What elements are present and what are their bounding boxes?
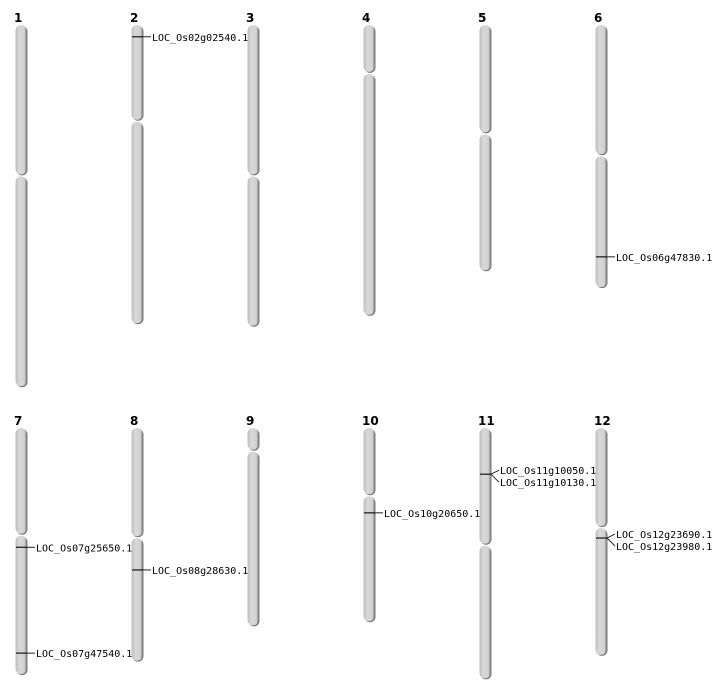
long-arm: [595, 156, 607, 288]
chromosome-label: 2: [130, 11, 138, 25]
chromosome-5: 5: [478, 11, 492, 272]
long-arm: [363, 496, 375, 622]
long-arm: [247, 176, 259, 326]
short-arm: [363, 428, 375, 495]
gene-label: LOC_Os07g25650.1: [36, 543, 132, 554]
chromosome-4: 4: [362, 11, 376, 316]
gene-label: LOC_Os12g23980.1: [616, 542, 712, 553]
short-arm: [131, 25, 143, 120]
chromosome-label: 11: [478, 414, 495, 428]
long-arm: [479, 134, 491, 271]
short-arm: [595, 428, 607, 527]
long-arm: [247, 451, 259, 626]
chromosome-9: 9: [246, 414, 260, 627]
marker-leader: [606, 537, 616, 547]
chromosome-label: 3: [246, 11, 254, 25]
chromosome-label: 6: [594, 11, 602, 25]
chromosome-label: 1: [14, 11, 22, 25]
gene-label: LOC_Os02g02540.1: [152, 33, 248, 44]
gene-label: LOC_Os07g47540.1: [36, 649, 132, 660]
chromosome-label: 8: [130, 414, 138, 428]
long-arm: [15, 176, 27, 387]
short-arm: [247, 428, 259, 450]
long-arm: [363, 73, 375, 315]
long-arm: [131, 538, 143, 661]
gene-label: LOC_Os08g28630.1: [152, 566, 248, 577]
long-arm: [15, 535, 27, 675]
chromosome-label: 5: [478, 11, 486, 25]
short-arm: [15, 428, 27, 534]
gene-label: LOC_Os11g10130.1: [500, 478, 596, 489]
marker-leader: [606, 533, 616, 539]
short-arm: [131, 428, 143, 537]
short-arm: [595, 25, 607, 155]
chromosome-1: 1: [14, 11, 28, 388]
long-arm: [595, 528, 607, 655]
gene-label: LOC_Os12g23690.1: [616, 530, 712, 541]
chromosome-label: 4: [362, 11, 370, 25]
chromosome-label: 9: [246, 414, 254, 428]
gene-label: LOC_Os10g20650.1: [384, 509, 480, 520]
short-arm: [479, 428, 491, 544]
long-arm: [131, 121, 143, 324]
short-arm: [15, 25, 27, 175]
chromosome-label: 10: [362, 414, 379, 428]
chromosome-label: 12: [594, 414, 611, 428]
long-arm: [479, 545, 491, 679]
short-arm: [363, 25, 375, 72]
marker-leader: [490, 473, 500, 483]
short-arm: [247, 25, 259, 175]
marker-leader: [490, 469, 500, 475]
gene-label: LOC_Os11g10050.1: [500, 466, 596, 477]
chromosome-3: 3: [246, 11, 260, 327]
chromosome-label: 7: [14, 414, 22, 428]
short-arm: [479, 25, 491, 133]
gene-label: LOC_Os06g47830.1: [616, 253, 712, 264]
